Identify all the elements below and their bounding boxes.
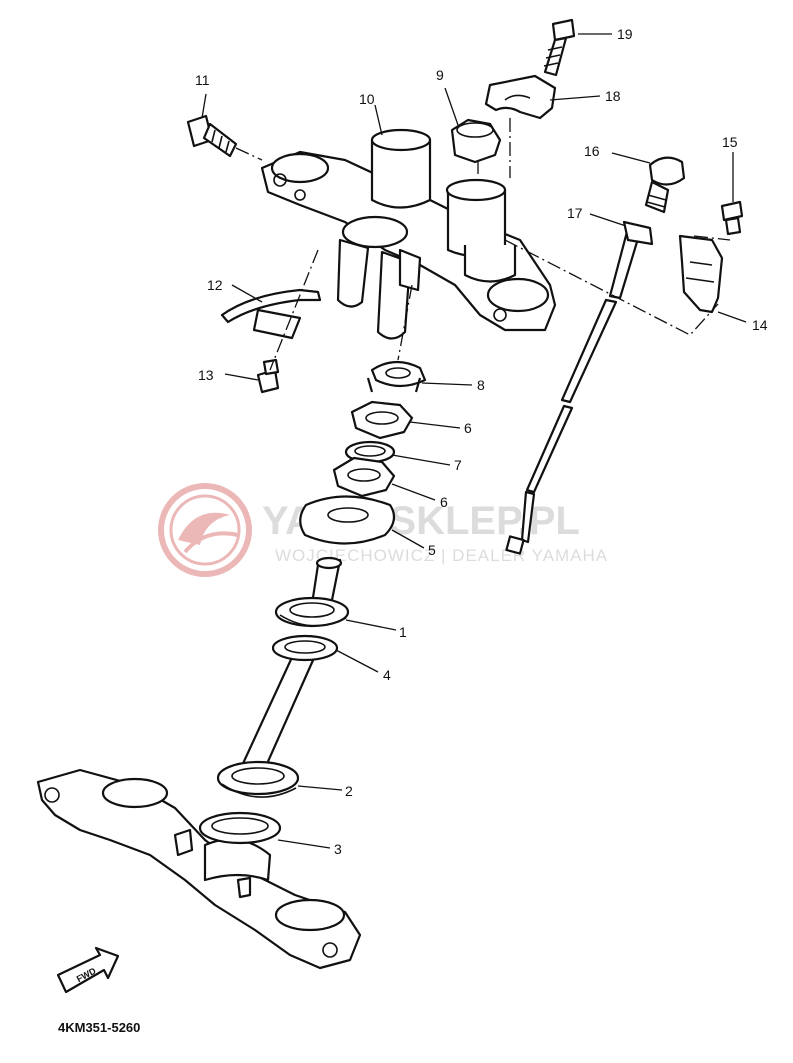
callout-19: 19 [617, 26, 633, 42]
callout-15: 15 [722, 134, 738, 150]
bolt-13 [256, 358, 280, 394]
callout-9: 9 [436, 67, 444, 83]
bolt-15 [720, 200, 744, 236]
leader-lines [201, 33, 747, 849]
callout-13: 13 [198, 367, 214, 383]
yamaha-style-logo-icon [158, 483, 252, 577]
cable-guide [220, 288, 322, 340]
callout-6-lower: 6 [440, 494, 448, 510]
bolt-11 [186, 114, 238, 158]
ring-nut-upper [350, 400, 414, 440]
forward-arrow-icon: FWD [56, 946, 120, 994]
oil-seal [198, 811, 282, 845]
upper-race [271, 634, 339, 662]
callout-8: 8 [477, 377, 485, 393]
callout-2: 2 [345, 783, 353, 799]
lower-bracket [36, 768, 362, 970]
callout-11: 11 [195, 72, 210, 88]
bearing-cover-5 [299, 495, 396, 545]
callout-6-upper: 6 [464, 420, 472, 436]
ring-nut-lower [332, 456, 396, 498]
alignment-lines [235, 118, 731, 371]
callout-numbers: 1 2 3 4 5 6 6 7 8 9 10 11 12 13 14 15 16… [195, 26, 768, 857]
callout-4: 4 [383, 667, 391, 683]
callout-3: 3 [334, 841, 342, 857]
drawing-code: 4KM351-5260 [58, 1020, 140, 1035]
steering-stem [238, 556, 343, 777]
callout-1: 1 [399, 624, 407, 640]
choke-cable [505, 220, 654, 555]
bolt-19 [543, 18, 576, 77]
steering-nut [450, 118, 502, 164]
upper-bearing [274, 596, 350, 628]
callout-14: 14 [752, 317, 768, 333]
callout-12: 12 [207, 277, 223, 293]
callout-17: 17 [567, 205, 583, 221]
upper-bracket [260, 128, 557, 340]
callout-5: 5 [428, 542, 436, 558]
lower-bearing [216, 760, 300, 798]
handlebar-holder [484, 74, 557, 120]
callout-16: 16 [584, 143, 600, 159]
callout-10: 10 [359, 91, 375, 107]
choke-bracket [678, 234, 724, 314]
lock-washer-8 [366, 360, 427, 393]
choke-knob [644, 156, 686, 214]
watermark-sub-text: WOJCIECHOWICZ | DEALER YAMAHA [275, 546, 608, 565]
callout-7: 7 [454, 457, 462, 473]
callout-18: 18 [605, 88, 621, 104]
